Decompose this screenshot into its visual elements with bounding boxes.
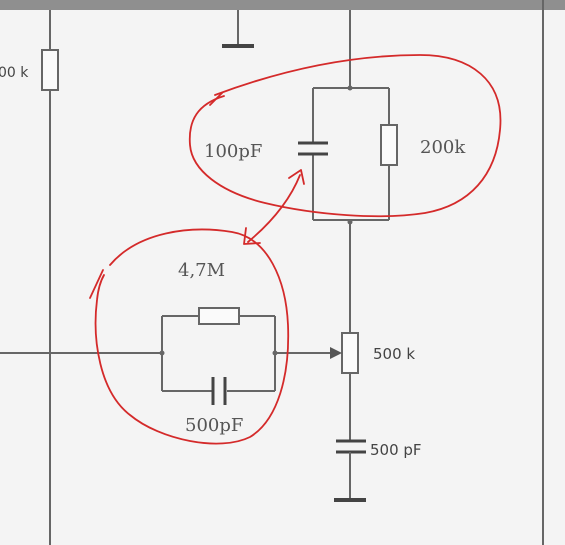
potentiometer-label: 500 k <box>373 345 415 363</box>
top-resistor-label: 200k <box>420 137 466 158</box>
left-resistor-label: 00 k <box>0 65 29 81</box>
annotation-connector <box>247 174 301 243</box>
middle-capacitor-label: 500pF <box>185 415 243 436</box>
potentiometer-500k <box>341 332 359 374</box>
middle-resistor-label: 4,7M <box>178 260 225 281</box>
top-capacitor-label: 100pF <box>204 141 262 162</box>
top-parallel-network <box>312 87 398 221</box>
annotation-arrowhead-down-icon <box>243 227 261 245</box>
red-annotations <box>89 54 502 445</box>
bottom-capacitor-label: 500 pF <box>370 441 422 459</box>
top-ground <box>222 10 254 48</box>
annotation-circle-middle <box>94 228 290 445</box>
annotation-circle-top <box>188 54 502 218</box>
middle-capacitor-500pf <box>211 377 227 405</box>
wiper-arrow-icon <box>330 347 342 359</box>
annotation-arrowhead-up-icon <box>288 169 305 185</box>
bottom-capacitor-500pf <box>336 439 366 454</box>
annotation-tick-middle <box>89 269 104 299</box>
middle-parallel-network <box>161 307 276 392</box>
top-border <box>0 0 565 10</box>
top-capacitor-100pf <box>298 141 328 156</box>
annotation-tick-top <box>209 92 223 106</box>
left-resistor-branch <box>41 10 59 545</box>
